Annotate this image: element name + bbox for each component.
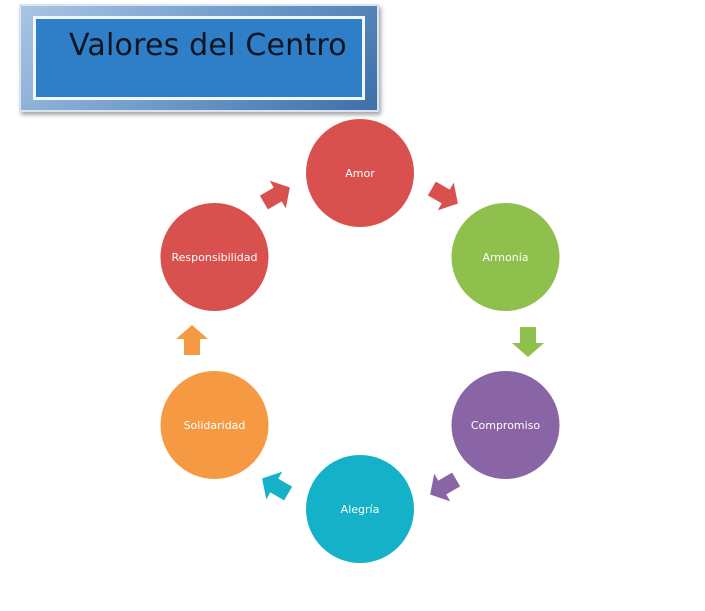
page-title: Valores del Centro [69, 28, 347, 63]
title-banner-inner [33, 16, 365, 100]
cycle-node-label: Solidaridad [184, 419, 246, 432]
connector-arrow-icon [430, 472, 461, 502]
cycle-node: Amor [306, 119, 414, 227]
cycle-node-label: Responsibilidad [172, 251, 258, 264]
cycle-node-label: Armonía [482, 251, 528, 264]
cycle-node: Responsibilidad [160, 203, 269, 311]
cycle-node-circle [160, 203, 269, 311]
cycle-node: Armonía [451, 203, 560, 311]
connector-arrow-icon [176, 325, 208, 355]
cycle-node-circle [306, 455, 414, 563]
connector-arrow-icon [427, 181, 458, 211]
cycle-node-circle [160, 371, 269, 479]
cycle-node-label: Compromiso [471, 419, 541, 432]
cycle-node-circle [306, 119, 414, 227]
connector-arrow-icon [262, 471, 293, 501]
cycle-node-label: Amor [345, 167, 375, 180]
cycle-node-label: Alegría [341, 503, 380, 516]
cycle-node: Solidaridad [160, 371, 269, 479]
title-banner: Valores del Centro [19, 4, 379, 112]
cycle-node: Compromiso [451, 371, 560, 479]
cycle-node: Alegría [306, 455, 414, 563]
connector-arrow-icon [512, 327, 544, 357]
connector-arrow-icon [259, 180, 290, 210]
cycle-node-circle [451, 203, 560, 311]
cycle-node-circle [451, 371, 560, 479]
